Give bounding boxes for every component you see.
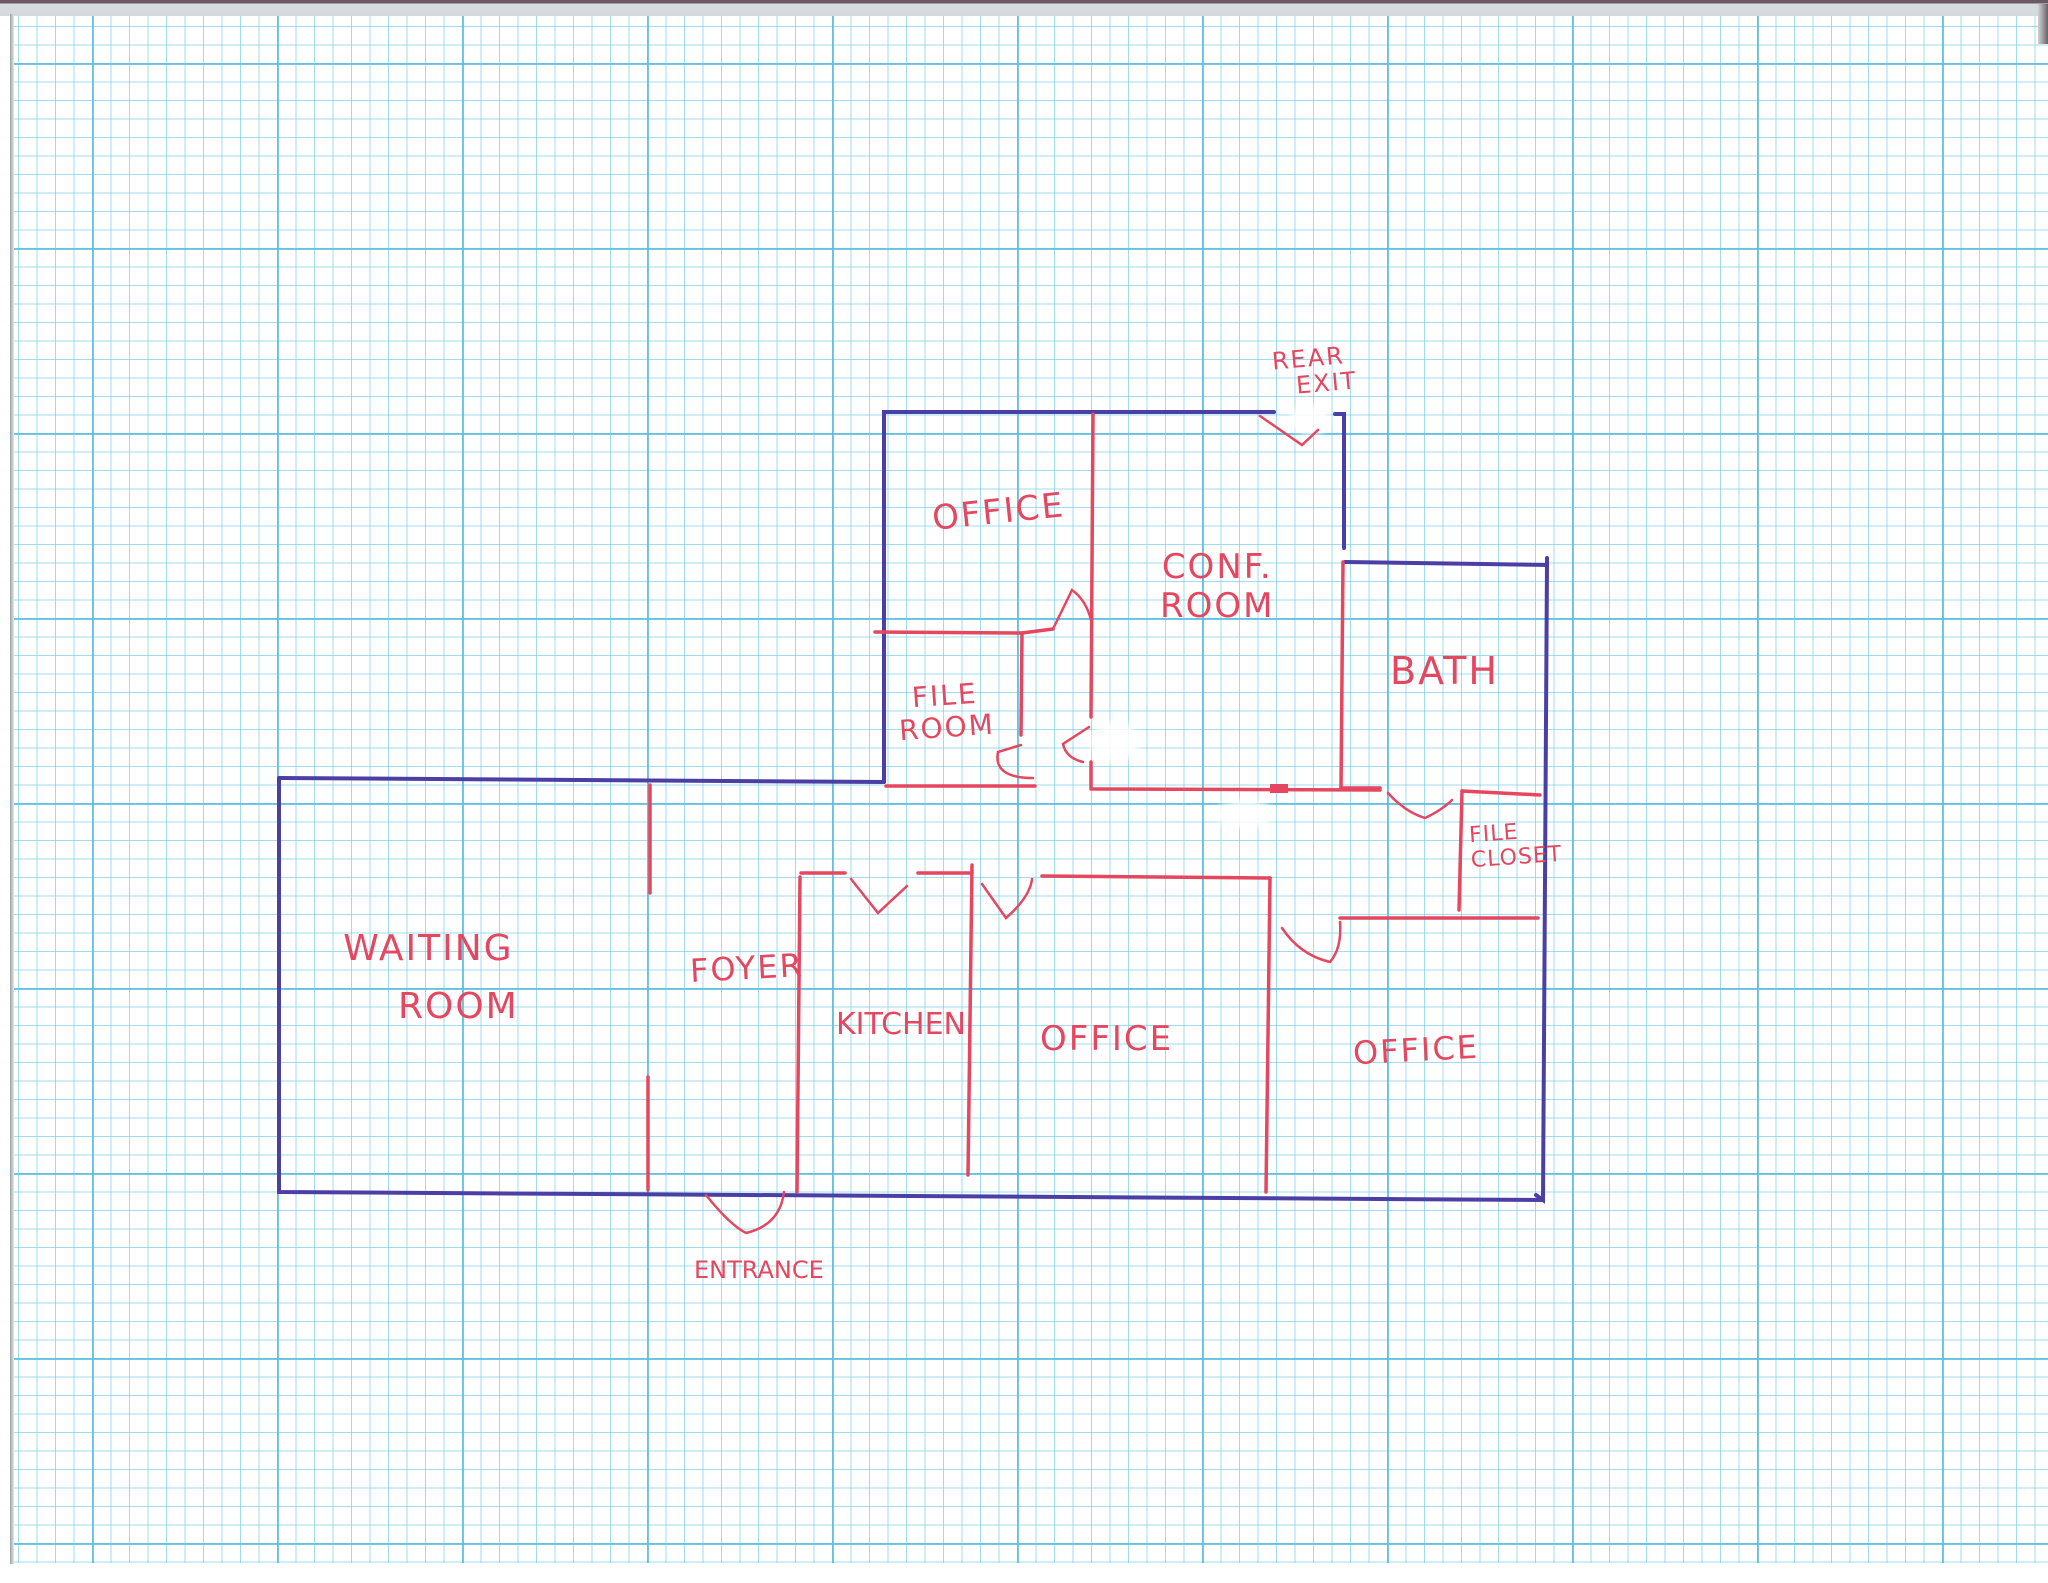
rear-exit-door — [1258, 414, 1320, 447]
label-line: ROOM — [1160, 586, 1275, 627]
room-label-office-right: OFFICE — [1352, 1027, 1480, 1073]
interior-walls — [646, 412, 1542, 1194]
entrance-door — [704, 1190, 786, 1235]
label-text: BATH — [1390, 649, 1499, 693]
label-text: ENTRANCE — [694, 1256, 824, 1284]
kitchen-door — [849, 877, 909, 915]
office-right-door — [1280, 920, 1342, 964]
office-middle-door — [980, 877, 1034, 920]
label-line: CONF. — [1161, 547, 1273, 587]
annotation-entrance: ENTRANCE — [694, 1256, 824, 1285]
room-label-file-room: FILE ROOM — [896, 677, 996, 748]
room-label-conf-room: CONF. ROOM — [1160, 547, 1275, 627]
bath-door — [1386, 791, 1454, 820]
label-text: OFFICE — [1352, 1027, 1480, 1073]
annotation-rear-exit: REAR EXIT — [1271, 341, 1359, 401]
label-line: WAITING — [343, 928, 514, 969]
exterior-walls — [277, 410, 1549, 1204]
label-text: KITCHEN — [836, 1007, 966, 1042]
scanner-edge — [0, 0, 2048, 16]
label-line: ROOM — [898, 707, 996, 748]
room-label-waiting-room: WAITING ROOM — [338, 920, 519, 1035]
door-swings — [704, 414, 1454, 1235]
room-label-office-middle: OFFICE — [1040, 1019, 1174, 1059]
eraser-mark — [1090, 722, 1140, 762]
eraser-mark — [1290, 405, 1330, 435]
label-text: FOYER — [689, 946, 805, 990]
office-top-door — [1051, 588, 1093, 631]
file-room-door — [996, 743, 1035, 780]
room-label-kitchen: KITCHEN — [836, 1007, 966, 1043]
door-stop-mark — [1270, 784, 1288, 793]
label-text: OFFICE — [1040, 1019, 1174, 1059]
room-label-foyer: FOYER — [689, 946, 805, 990]
paper-corner-shadow — [2038, 4, 2048, 44]
room-label-file-closet: FILE CLOSET — [1468, 817, 1563, 874]
graph-paper — [14, 16, 2048, 1563]
label-line: ROOM — [398, 985, 519, 1027]
paper-edge-shadow — [10, 14, 14, 1564]
room-label-bath: BATH — [1390, 649, 1499, 694]
conf-room-door — [1061, 725, 1091, 764]
eraser-mark — [1215, 800, 1275, 828]
